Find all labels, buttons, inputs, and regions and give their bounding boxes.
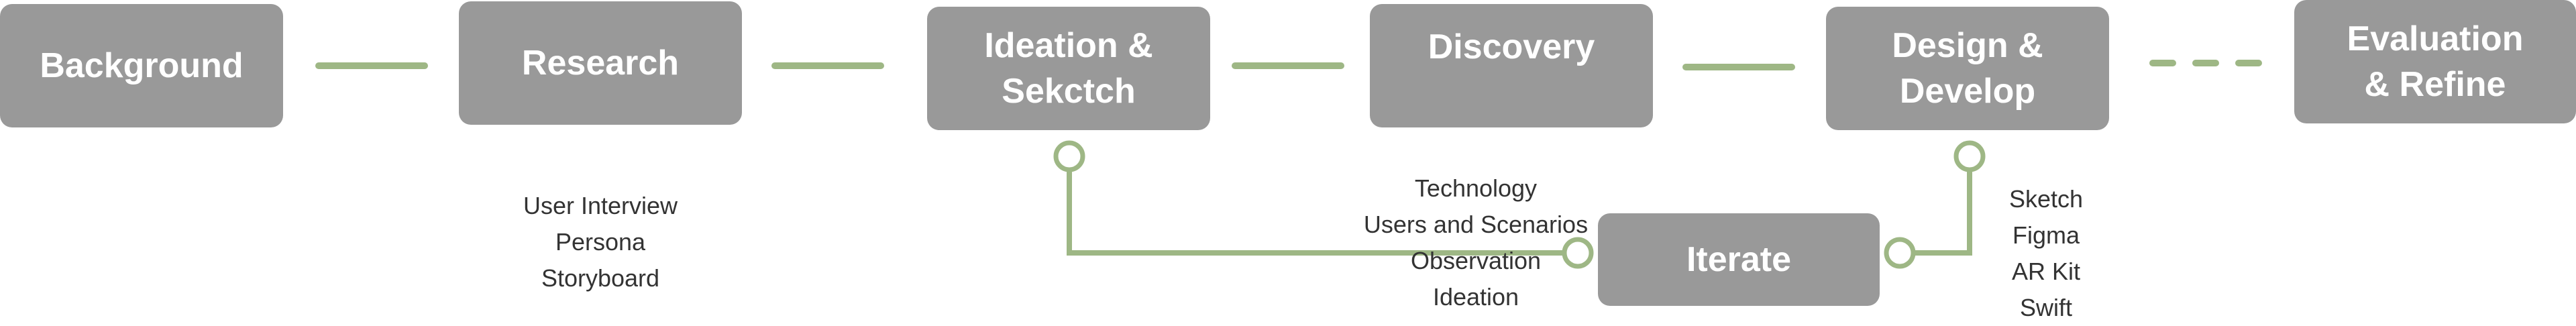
connector-ideation-discovery [1232,62,1344,69]
research-notes: User Interview Persona Storyboard [483,188,718,296]
connector-discovery-design [1682,64,1795,70]
develop-note: Sketch [2008,185,2084,213]
stage-research: Research [459,1,742,125]
connector-design-evaluation-dashed [2149,60,2262,66]
loop-line-right [1900,171,1972,256]
discovery-note: Users and Scenarios [1363,211,1589,238]
research-note: Storyboard [541,264,660,292]
dash-segment [2149,60,2176,66]
loop-node-ideation [1053,140,1085,172]
discovery-note: Observation [1410,247,1542,274]
stage-ideation-sketch: Ideation & Sekctch [927,7,1210,130]
research-note: User Interview [523,192,678,219]
loop-node-design [1953,140,1986,172]
stage-design-develop: Design & Develop [1826,7,2109,130]
stage-background-label: Background [40,46,244,85]
stage-discovery-label: Discovery [1428,28,1595,66]
connector-research-ideation [771,62,884,69]
stage-iterate: Iterate [1598,213,1880,306]
develop-note: Figma [2012,221,2080,249]
stage-iterate-label: Iterate [1686,240,1792,279]
stage-research-label: Research [521,44,680,83]
dash-segment [2235,60,2262,66]
stage-evaluation-refine-label: Evaluation & Refine [2347,19,2524,104]
stage-ideation-sketch-label: Ideation & Sekctch [984,26,1153,111]
discovery-note: Technology [1414,174,1538,202]
dash-segment [2192,60,2219,66]
develop-note: AR Kit [2011,258,2081,285]
develop-notes: Sketch Figma AR Kit Swift [1986,181,2106,326]
connector-background-research [315,62,428,69]
loop-node-iterate-right [1884,237,1916,269]
stage-background: Background [0,4,283,127]
stage-evaluation-refine: Evaluation & Refine [2294,0,2576,123]
develop-note: Swift [2019,294,2072,321]
stage-design-develop-label: Design & Develop [1892,26,2043,111]
discovery-note: Ideation [1432,283,1519,311]
stage-discovery: Discovery [1370,4,1653,127]
iterate-loop-lines [1053,140,1986,269]
research-note: Persona [555,228,646,256]
discovery-notes: Technology Users and Scenarios Observati… [1335,170,1617,315]
